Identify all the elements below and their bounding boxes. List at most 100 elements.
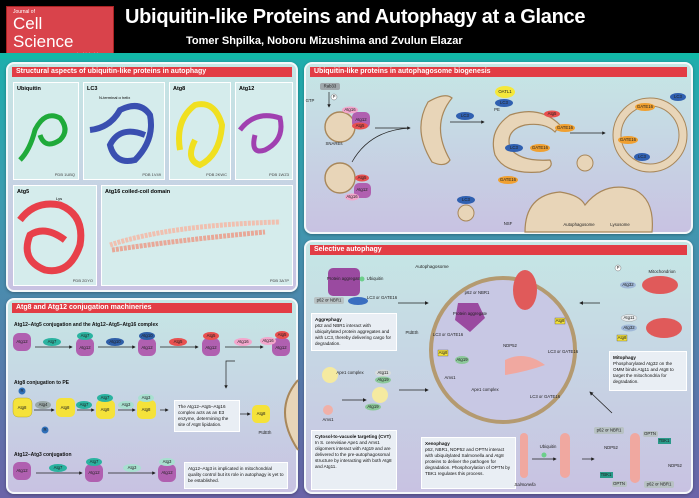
ape1-label: Ape1 complex [471,387,499,392]
ndp52-label: NDP52 [668,463,682,468]
protein-atg5: Atg5 [358,175,367,180]
r-group: R [20,388,23,393]
protein-atg8: Atg8 [142,407,151,412]
optn-label: OPTN [613,481,625,486]
protein-atg12: Atg12 [16,468,28,473]
lc3-gate16: LC3 or GATE16 [433,332,464,337]
panel-title: Ubiquitin-like proteins in autophagosome… [310,67,687,77]
protein-atg5: Atg5 [207,333,216,338]
protein-gate16: GATE16 [620,137,637,142]
protein-aggregate: Protein aggregate [453,311,488,316]
r-group: R [43,427,46,432]
tbk1-label: TBK1 [601,472,612,477]
protein-lc3: LC3 [638,154,646,159]
mitochondrion-label: Mitochondrion [649,269,677,274]
protein-atg8: Atg8 [556,318,565,323]
protein-oatl1: OATL1 [498,89,512,94]
note-text: p62, NBR1, NDP52 and OPTN interact with … [425,447,511,476]
snares-label: SNAREs [326,141,343,146]
protein-atg16: Atg16 [346,194,358,199]
protein-gate16: GATE16 [532,145,549,150]
protein-atg12: Atg12 [16,339,28,344]
protein-atg32: Atg32 [623,325,635,330]
logo-small: Journal of [13,9,35,15]
atg12-conjugation-row: Atg12 Atg7 Atg12 Atg7 Atg10 Atg12 Atg10 … [13,331,290,389]
ubiquitin-label: Ubiquitin [540,444,557,449]
cvt-note: Cytosol-to-vacuole targeting (CVT)In S. … [311,430,397,490]
protein-lc3: LC3 [461,113,469,118]
protein-atg8: Atg8 [101,407,110,412]
protein-atg12: Atg12 [88,470,100,475]
protein-atg16: Atg16 [262,338,274,343]
ndp52-label: NDP52 [503,343,517,348]
protein-atg12: Atg12 [161,470,173,475]
pe-label: PtdEth [259,430,273,435]
protein-atg19: Atg19 [367,404,379,409]
note-text: Phosphorylated Atg32 on the OMM binds At… [613,361,674,384]
enzyme-atg7: Atg7 [101,395,110,400]
protein-atg12: Atg12 [355,117,367,122]
protein-gate16: GATE16 [500,177,517,182]
protein-lc3: LC3 [510,145,518,150]
protein-lc3: LC3 [674,94,682,99]
e3-note: The Atg12–Atg5–Atg16 complex acts as an … [174,400,240,432]
ams1-label: Ams1 [323,417,335,422]
card-name: Ubiquitin [17,86,41,92]
protein-gate16: GATE16 [557,125,574,130]
protein-atg8: Atg8 [439,350,448,355]
lc3-gate16: LC3 or GATE16 [530,394,561,399]
autophagosome-label: Autophagosome [415,264,449,269]
protein-aggregate: Protein aggregate [327,276,362,281]
atg12-atg3-row: Atg12 Atg7 Atg12 Atg7 Atg3 Atg12 Atg3 [13,458,176,482]
protein-atg12: Atg12 [275,345,287,350]
atg5-structure [17,200,85,275]
card-name: Atg8 [173,86,186,92]
p62-nbr1: p62 or NBR1 [317,298,342,303]
phosphate: P [333,94,336,99]
lc3-structure [89,103,154,164]
protein-atg11: Atg11 [624,315,636,320]
panel-title: Structural aspects of ubiquitin-like pro… [12,67,292,77]
note-title: Aggrephagy [315,317,342,322]
ape1-label: Ape1 complex [336,370,364,375]
selective-diagram: Protein aggregate Ubiquitin p62 or NBR1 … [314,264,683,488]
ubiquitin-label: Ubiquitin [367,276,384,281]
structure-note: N-terminal α helix [99,95,131,100]
atg12-structure [238,113,284,154]
card-name: LC3 [87,86,98,92]
protein-atg12: Atg12 [141,345,153,350]
atg8-structure [176,101,226,169]
pe-label: PtdEth [406,330,420,335]
poster-title: Ubiquitin-like Proteins and Autophagy at… [125,6,586,28]
card-name: Atg12 [239,86,255,92]
accent-strip [0,53,699,59]
lc3-gate16: LC3 or GATE16 [367,295,398,300]
enzyme-atg3: Atg3 [142,395,151,400]
protein-atg12: Atg12 [205,345,217,350]
logo-name: Cell Science [13,14,74,51]
protein-atg8: Atg8 [618,335,627,340]
nsf-label: NSF [504,221,513,226]
protein-lc3: LC3 [462,197,470,202]
p62-nbr1: p62 or NBR1 [465,290,490,295]
enzyme-atg7: Atg7 [54,465,63,470]
panel-title: Selective autophagy [310,245,687,255]
phosphate: P [617,265,620,270]
section-title: Atg8 conjugation to PE [14,380,69,386]
protein-atg16: Atg16 [237,339,249,344]
protein-atg19: Atg19 [456,357,468,362]
authors: Tomer Shpilka, Noboru Mizushima and Zvul… [186,35,463,47]
protein-atg16: Atg16 [344,107,356,112]
protein-atg5: Atg5 [278,332,287,337]
panel-title: Atg8 and Atg12 conjugation machineries [12,303,292,313]
protein-atg19: Atg19 [377,377,389,382]
enzyme-atg4: Atg4 [39,402,48,407]
enzyme-atg7: Atg7 [81,333,90,338]
lysosome-label: Lysosome [610,222,630,227]
enzyme-atg7: Atg7 [90,459,99,464]
ubiquitin-structure [18,113,68,162]
note-title: Cytosol-to-vacuole targeting (CVT) [315,434,391,439]
